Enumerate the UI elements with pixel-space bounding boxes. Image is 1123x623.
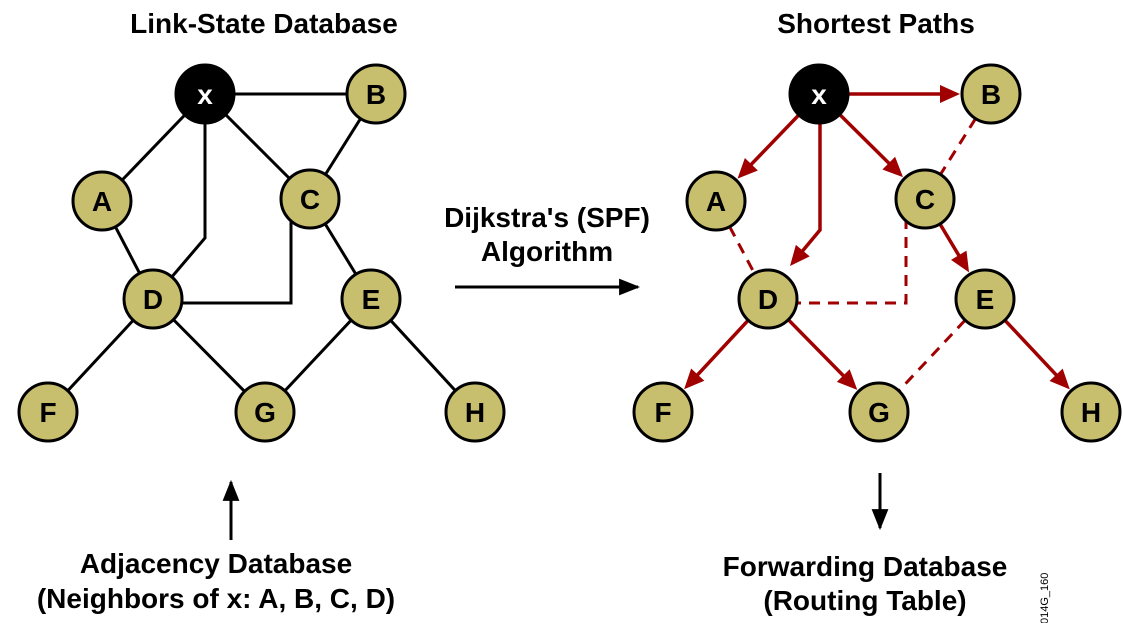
lsdb-node-label-x: x bbox=[197, 79, 213, 110]
spf-node-label-E: E bbox=[976, 284, 995, 315]
lsdb-node-A: A bbox=[71, 170, 133, 232]
edge-x-D bbox=[151, 94, 207, 300]
lsdb-node-circle-D bbox=[122, 268, 184, 330]
lsdb-node-circle-C bbox=[279, 168, 341, 230]
lsdb-node-circle-F bbox=[17, 381, 79, 443]
unused-links bbox=[728, 117, 977, 392]
lsdb-node-B: B bbox=[345, 63, 407, 125]
lsdb-node-label-G: G bbox=[254, 397, 276, 428]
link-state-nodes: xA B C D E F G H bbox=[17, 63, 506, 443]
spf-node-circle-G bbox=[848, 381, 910, 443]
link-state-edges bbox=[46, 92, 477, 414]
lsdb-node-label-E: E bbox=[362, 284, 381, 315]
unused-link-C-D bbox=[797, 199, 908, 305]
path-arrowhead-x-B bbox=[940, 85, 960, 103]
lsdb-node-x: x bbox=[174, 63, 236, 125]
lsdb-node-label-D: D bbox=[143, 284, 163, 315]
spf-node-circle-H bbox=[1060, 381, 1122, 443]
lsdb-node-label-F: F bbox=[39, 397, 56, 428]
spf-node-D: D bbox=[737, 268, 799, 330]
spf-node-label-B: B bbox=[981, 79, 1001, 110]
lsdb-node-circle-E bbox=[340, 268, 402, 330]
lsdb-node-E: E bbox=[340, 268, 402, 330]
lsdb-node-H: H bbox=[444, 381, 506, 443]
lsdb-node-D: D bbox=[122, 268, 184, 330]
path-arrowhead-x-A bbox=[737, 158, 758, 179]
path-arrowhead-E-H bbox=[1049, 368, 1070, 390]
spf-node-circle-A bbox=[685, 170, 747, 232]
lsdb-node-C: C bbox=[279, 168, 341, 230]
spf-node-E: E bbox=[954, 268, 1016, 330]
spf-node-label-F: F bbox=[654, 397, 671, 428]
spf-node-circle-C bbox=[894, 168, 956, 230]
unused-link-E-G bbox=[897, 319, 967, 392]
spf-node-label-C: C bbox=[915, 184, 935, 215]
path-x-C bbox=[838, 113, 895, 169]
path-arrowhead-x-C bbox=[882, 156, 903, 178]
lsdb-node-circle-A bbox=[71, 170, 133, 232]
left-title: Link-State Database bbox=[130, 8, 398, 39]
edge-C-D bbox=[153, 199, 293, 305]
spf-node-label-H: H bbox=[1081, 397, 1101, 428]
lsdb-node-F: F bbox=[17, 381, 79, 443]
path-arrowhead-D-G bbox=[836, 369, 858, 390]
algorithm-label-line-2: Algorithm bbox=[481, 236, 613, 267]
forwarding-label-line-2: (Routing Table) bbox=[763, 585, 966, 616]
path-arrowhead-D-F bbox=[684, 368, 705, 390]
spf-node-label-D: D bbox=[758, 284, 778, 315]
unused-link-B-C bbox=[939, 117, 977, 176]
forwarding-label-line-1: Forwarding Database bbox=[723, 551, 1008, 582]
spf-node-circle-D bbox=[737, 268, 799, 330]
shortest-path-arrows bbox=[684, 85, 1070, 390]
spf-node-G: G bbox=[848, 381, 910, 443]
figure-id: 014G_160 bbox=[1039, 573, 1051, 623]
lsdb-node-circle-H bbox=[444, 381, 506, 443]
spf-node-label-x: x bbox=[811, 79, 827, 110]
spf-node-label-G: G bbox=[868, 397, 890, 428]
spf-node-F: F bbox=[632, 381, 694, 443]
spf-node-A: A bbox=[685, 170, 747, 232]
spf-node-circle-B bbox=[960, 63, 1022, 125]
spf-node-B: B bbox=[960, 63, 1022, 125]
lsdb-node-G: G bbox=[234, 381, 296, 443]
spf-node-circle-E bbox=[954, 268, 1016, 330]
lsdb-node-label-C: C bbox=[300, 184, 320, 215]
path-x-D bbox=[797, 94, 822, 257]
right-title: Shortest Paths bbox=[777, 8, 975, 39]
algorithm-label-line-1: Dijkstra's (SPF) bbox=[444, 202, 650, 233]
lsdb-node-circle-G bbox=[234, 381, 296, 443]
lsdb-node-label-A: A bbox=[92, 186, 112, 217]
path-x-A bbox=[745, 113, 801, 170]
path-D-F bbox=[692, 319, 750, 381]
shortest-path-nodes: xA B C D E F G H bbox=[632, 63, 1122, 443]
spf-node-H: H bbox=[1060, 381, 1122, 443]
spf-node-label-A: A bbox=[706, 186, 726, 217]
spf-node-circle-F bbox=[632, 381, 694, 443]
adjacency-label-line-1: Adjacency Database bbox=[80, 548, 352, 579]
spf-node-circle-x bbox=[788, 63, 850, 125]
spf-node-x: x bbox=[788, 63, 850, 125]
path-D-G bbox=[787, 318, 849, 382]
path-E-H bbox=[1003, 318, 1062, 381]
path-C-E bbox=[938, 222, 964, 262]
unused-link-A-D bbox=[728, 225, 756, 275]
path-arrowhead-x-D bbox=[790, 244, 810, 266]
lsdb-node-circle-B bbox=[345, 63, 407, 125]
lsdb-node-label-B: B bbox=[366, 79, 386, 110]
lsdb-node-label-H: H bbox=[465, 397, 485, 428]
adjacency-label-line-2: (Neighbors of x: A, B, C, D) bbox=[37, 583, 395, 614]
spf-node-C: C bbox=[894, 168, 956, 230]
path-arrowhead-C-E bbox=[951, 250, 970, 273]
lsdb-node-circle-x bbox=[174, 63, 236, 125]
